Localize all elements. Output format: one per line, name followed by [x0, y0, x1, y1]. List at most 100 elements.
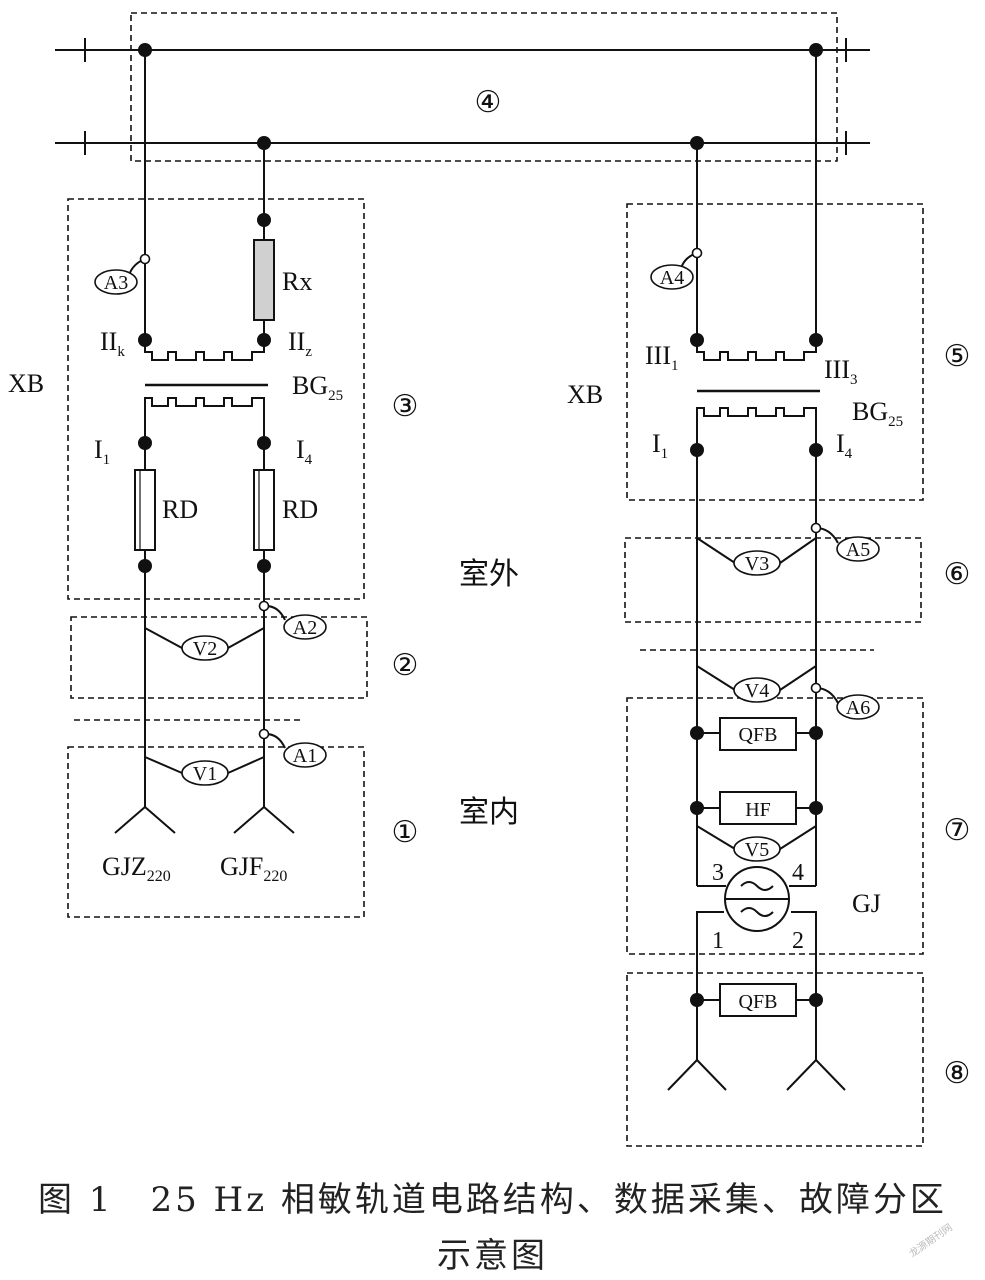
ammeter-a2 [283, 614, 327, 640]
transformer-top-winding-left [144, 340, 265, 361]
qfb-top-label: QFB [739, 724, 778, 746]
junction-dot [690, 801, 704, 815]
bg25-right: BG25 [852, 397, 903, 430]
rd-fuse-left-2 [253, 469, 275, 551]
gj-label: GJ [852, 889, 881, 918]
xb-label-right: XB [567, 380, 603, 409]
probe-point [691, 247, 703, 259]
junction-dot [809, 993, 823, 1007]
ammeter-a6-label: A6 [846, 697, 870, 719]
voltmeter-v1-label: V1 [193, 763, 217, 785]
v3-leads [696, 537, 817, 564]
v5-leads [696, 825, 817, 850]
zone-6-label: ⑥ [944, 558, 971, 591]
junction-dot [138, 559, 152, 573]
voltmeter-v4 [733, 677, 781, 703]
ammeter-a5 [836, 536, 880, 562]
junction-dot [809, 726, 823, 740]
junction-dot [257, 333, 271, 347]
junction-dot [257, 213, 271, 227]
junction-dot [690, 443, 704, 457]
hf-label: HF [745, 799, 771, 821]
relay-gj-wave [740, 907, 774, 917]
terminal-I1-right: I1 [652, 429, 668, 462]
qfb-box-bottom [719, 983, 797, 1017]
junction-dot [138, 43, 152, 57]
transformer-bottom-winding-right [696, 407, 817, 420]
junction-dot [809, 333, 823, 347]
terminal-I4-right: I4 [836, 429, 853, 462]
wire [696, 911, 817, 1060]
zone-1-label: ① [392, 816, 419, 849]
voltmeter-v2-label: V2 [193, 638, 217, 660]
zone-4-box [130, 12, 838, 162]
zone-3-label: ③ [392, 390, 419, 423]
junction-dot [809, 443, 823, 457]
zone-4-label: ④ [475, 86, 502, 119]
indoor-label: 室内 [459, 796, 519, 829]
relay-gj-wave [740, 881, 774, 891]
hf-box [719, 791, 797, 825]
probe-point [810, 682, 822, 694]
ammeter-a3-label: A3 [104, 272, 128, 294]
gjf-terminal [233, 806, 295, 834]
ammeter-a1 [283, 742, 327, 768]
junction-dot [690, 333, 704, 347]
ammeter-a5-label: A5 [846, 539, 870, 561]
terminal-IIz: IIz [288, 327, 312, 360]
zone-2-box [70, 616, 368, 699]
junction-dots [138, 43, 823, 1007]
ammeter-a6 [836, 694, 880, 720]
ammeter-a1-label: A1 [293, 745, 317, 767]
probe-point [139, 253, 151, 265]
junction-dot [257, 436, 271, 450]
junction-dot [809, 43, 823, 57]
power-terminal-left [667, 1059, 727, 1091]
v2-leads [144, 627, 265, 649]
junction-dot [138, 333, 152, 347]
zone-5-box [626, 203, 924, 501]
junction-dot [690, 136, 704, 150]
relay-terminal-4: 4 [792, 860, 804, 886]
relay-terminal-2: 2 [792, 928, 804, 954]
gjz-label: GJZ220 [102, 852, 171, 885]
voltmeter-v2 [181, 635, 229, 661]
voltmeter-v3-label: V3 [745, 553, 769, 575]
zone-8-box [626, 972, 924, 1147]
rd-label-1: RD [162, 495, 198, 524]
gjz-terminal [114, 806, 176, 834]
zone-7-label: ⑦ [944, 814, 971, 847]
ammeter-a2-label: A2 [293, 617, 317, 639]
qfb-bottom-label: QFB [739, 991, 778, 1013]
rd-fuse-left-1 [134, 469, 156, 551]
terminal-IIk: IIk [100, 327, 125, 360]
junction-dot [257, 559, 271, 573]
junction-dot [809, 801, 823, 815]
voltmeter-v3 [733, 550, 781, 576]
bg25-left: BG25 [292, 371, 343, 404]
junction-dot [690, 993, 704, 1007]
relay-terminal-1: 1 [712, 928, 724, 954]
rd-label-2: RD [282, 495, 318, 524]
voltmeter-v5 [733, 836, 781, 862]
ammeter-a4-label: A4 [660, 267, 684, 289]
gjf-label: GJF220 [220, 852, 287, 885]
voltmeter-v4-label: V4 [745, 680, 769, 702]
xb-label-left: XB [8, 369, 44, 398]
probe-point [258, 728, 270, 740]
v4-leads [696, 665, 817, 691]
rx-resistor [253, 239, 275, 321]
ammeter-a4 [650, 264, 694, 290]
junction-dot [690, 726, 704, 740]
transformer-bottom-winding-left [144, 397, 265, 410]
voltmeter-v1 [181, 760, 229, 786]
figure-caption-line2: 示意图 [437, 1236, 548, 1276]
outdoor-label: 室外 [459, 558, 519, 591]
zone-8-label: ⑧ [944, 1057, 971, 1090]
transformer-top-winding-right [696, 340, 817, 361]
voltmeter-v5-label: V5 [745, 839, 769, 861]
track-circuit-diagram: ④ ③ ② ① ⑤ ⑥ ⑦ ⑧ XB Rx IIk IIz BG25 I1 I4… [8, 12, 971, 1147]
terminal-III3: III3 [824, 355, 857, 388]
ammeter-a3 [94, 269, 138, 295]
relay-terminal-3: 3 [712, 860, 724, 886]
